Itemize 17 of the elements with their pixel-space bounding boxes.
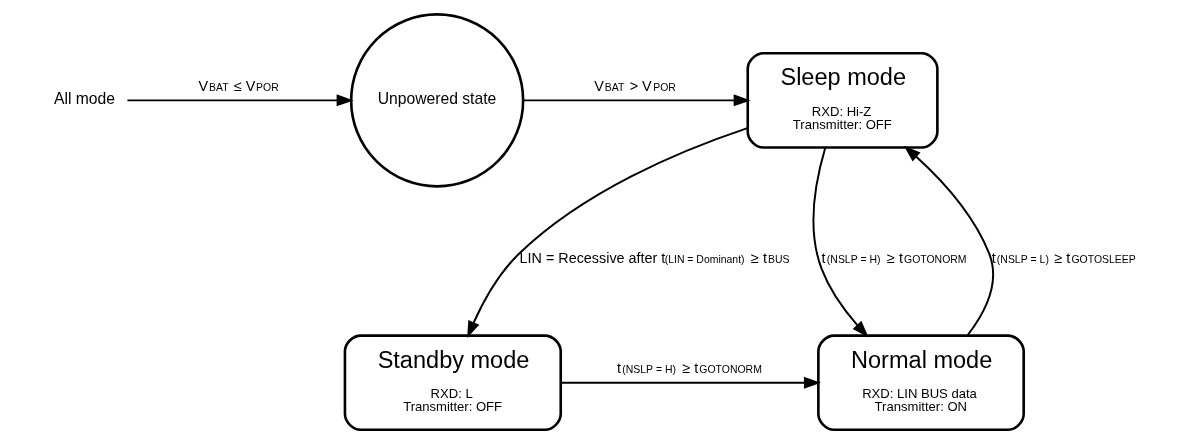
- arrow: [522, 93, 751, 106]
- edge-label: t(NSLP = H) ≥ tGOTONORM: [616, 359, 762, 376]
- edge-label: t(NSLP = L) ≥ tGOTOSLEEP: [991, 249, 1136, 266]
- edge-label: LIN = Recessive after t(LIN = Dominant) ≥ tBUS: [519, 249, 790, 266]
- node-circle: Unpowered state: [349, 12, 525, 188]
- node-box: Standby mode RXD: L Transmitter: OFF: [343, 333, 563, 431]
- node-text: All mode: [53, 89, 116, 107]
- arrow: [812, 146, 869, 337]
- node-box: Normal mode RXD: LIN BUS data Transmitter: ON: [817, 333, 1025, 431]
- edge-label: VBAT ≤ VPOR: [198, 77, 279, 94]
- node-box: Sleep mode RXD: Hi-Z Transmitter: OFF: [746, 51, 939, 149]
- arrow: [467, 126, 749, 338]
- arrow: [903, 145, 995, 336]
- edge-label: VBAT > VPOR: [594, 77, 676, 94]
- arrow: [126, 93, 354, 106]
- edge-label: t(NSLP = H) ≥ tGOTONORM: [821, 249, 967, 266]
- arrow: [559, 376, 821, 389]
